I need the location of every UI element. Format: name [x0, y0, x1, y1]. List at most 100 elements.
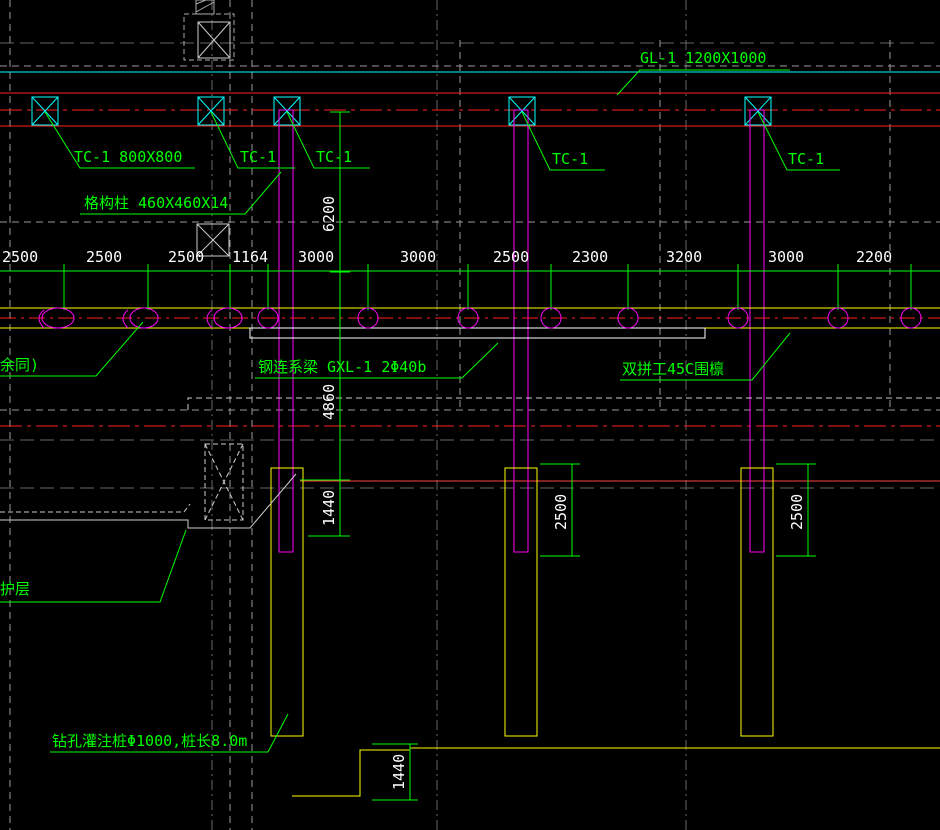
leader-left-2	[0, 529, 187, 603]
label-left-partial-1: 余同)	[0, 356, 39, 374]
top-column	[183, 0, 235, 61]
hatch-line	[195, 0, 207, 5]
column-section	[257, 307, 279, 329]
cap-x-line	[508, 96, 536, 126]
wall-outline	[187, 397, 940, 410]
steel-bracing-beam	[249, 327, 706, 339]
labels: GL-1 1200X1000 TC-1 800X800 TC-1 TC-1 TC…	[0, 49, 824, 750]
dim-text: 2500	[2, 248, 38, 266]
slab-edge	[0, 473, 297, 529]
label-tc1-full: TC-1 800X800	[74, 148, 182, 166]
dim-text-1440-top: 1440	[320, 490, 338, 526]
column-symbol-icon	[197, 21, 231, 59]
dim-text-4860: 4860	[320, 384, 338, 420]
column-section	[129, 307, 159, 329]
column-sections	[38, 307, 922, 329]
dim-text-6200: 6200	[320, 196, 338, 232]
column-symbol-icon	[196, 223, 230, 257]
tc1-cap	[197, 96, 225, 126]
column-section	[617, 307, 639, 329]
dim-text: 2500	[493, 248, 529, 266]
cap-x-line	[31, 96, 59, 126]
leader-left-1	[0, 321, 144, 377]
ground-line	[292, 747, 940, 797]
dim-text-2500-a: 2500	[552, 494, 570, 530]
column-x-line	[196, 223, 230, 257]
column-section	[457, 307, 479, 329]
dim-text-1440-bottom: 1440	[390, 754, 408, 790]
column-section	[540, 307, 562, 329]
vertical-dimensions	[300, 111, 816, 801]
leader-bracing	[255, 342, 499, 379]
label-gl1: GL-1 1200X1000	[640, 49, 766, 67]
dim-text: 3000	[400, 248, 436, 266]
label-tc1-a: TC-1	[240, 148, 276, 166]
dim-text: 3000	[298, 248, 334, 266]
label-pile: 钻孔灌注桩Φ1000,桩长8.0m	[52, 732, 247, 750]
hatch-line	[195, 1, 215, 13]
cap-x-line	[273, 96, 301, 126]
dim-text: 3200	[666, 248, 702, 266]
leader-tc1-a	[210, 111, 295, 169]
cap-symbol-icon	[273, 96, 301, 126]
leader-pile	[50, 713, 289, 753]
label-tc1-c: TC-1	[552, 150, 588, 168]
column-section	[41, 307, 75, 329]
dim-text-2500-b: 2500	[788, 494, 806, 530]
tc1-cap	[31, 96, 59, 126]
label-tc1-d: TC-1	[788, 150, 824, 168]
cap-symbol-icon	[508, 96, 536, 126]
lattice-columns	[278, 109, 765, 553]
vertical-dimension-text: 6200 4860 1440 2500 2500 1440	[320, 196, 806, 790]
column-x-line	[204, 443, 244, 521]
label-steel-bracing: 钢连系梁 GXL-1 2Φ40b	[258, 358, 426, 376]
leader-purlin	[620, 332, 791, 381]
dim-text: 2300	[572, 248, 608, 266]
bored-pile	[270, 467, 304, 737]
cap-x-line	[197, 96, 225, 126]
cap-symbol-icon	[744, 96, 772, 126]
leader-tc1-d	[757, 111, 840, 171]
spacing-dimension	[0, 264, 940, 310]
tc1-cap	[273, 96, 301, 126]
spacing-dimension-text: 2500 2500 2500 1164 3000 3000 2500 2300 …	[2, 248, 892, 266]
bored-piles	[270, 467, 774, 737]
dim-text: 3000	[768, 248, 804, 266]
tc1-caps	[31, 96, 772, 126]
mid-column	[196, 223, 230, 257]
dim-ticks	[63, 264, 912, 310]
column-section	[827, 307, 849, 329]
lattice-column	[278, 109, 294, 553]
leader-lattice	[80, 171, 282, 215]
column-section-arc	[122, 309, 129, 329]
column-section	[213, 307, 243, 329]
dim-text: 1164	[232, 248, 268, 266]
lattice-column	[513, 109, 529, 553]
wall-outlines	[0, 397, 940, 797]
dim-text: 2500	[86, 248, 122, 266]
dim-text: 2200	[856, 248, 892, 266]
column-section-arc	[206, 309, 213, 329]
column-outline	[183, 13, 235, 61]
slab-edge-dashed	[0, 503, 191, 513]
column-symbol-icon	[204, 443, 244, 521]
leader-tc1-c	[521, 111, 605, 171]
column-section-arc	[38, 309, 45, 329]
label-lattice-column: 格构柱 460X460X14	[84, 194, 228, 212]
dim-text: 2500	[168, 248, 204, 266]
leader-gl1	[616, 69, 790, 96]
tc1-cap	[508, 96, 536, 126]
cap-x-line	[744, 96, 772, 126]
column-section	[727, 307, 749, 329]
bored-pile	[504, 467, 538, 737]
leader-tc1-full	[44, 111, 195, 169]
tc1-cap	[744, 96, 772, 126]
column-section	[900, 307, 922, 329]
bored-pile	[740, 467, 774, 737]
cap-symbol-icon	[197, 96, 225, 126]
leader-tc1-b	[286, 111, 370, 169]
